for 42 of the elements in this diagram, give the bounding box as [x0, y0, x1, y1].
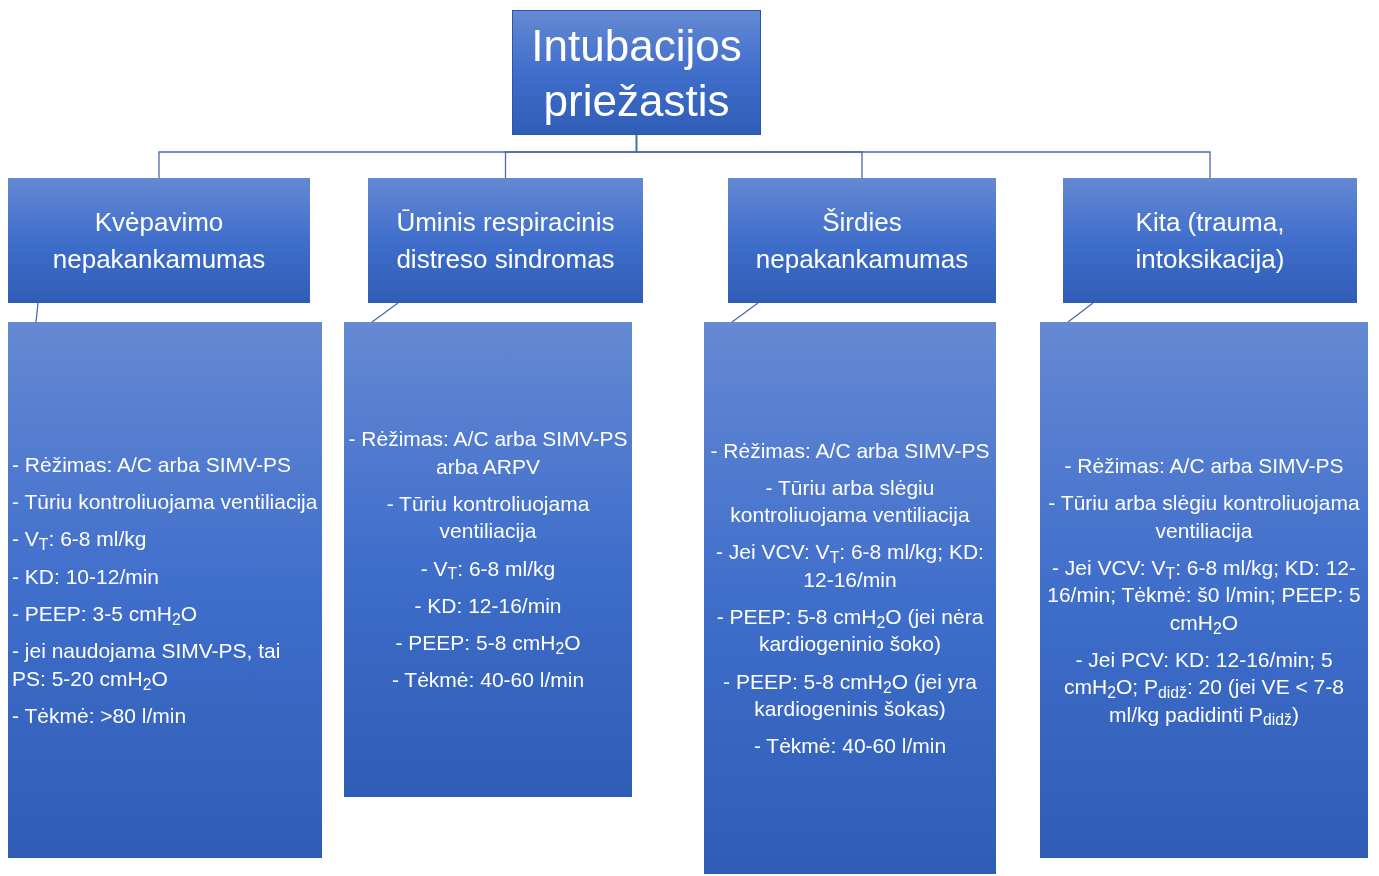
category-box	[1063, 178, 1357, 303]
setting-text: - PEEP: 3-5 cmH$_{2}$O	[12, 601, 197, 628]
setting-text: - Tūriu arba slėgiu kontroliuojama ventiliacija	[729, 474, 971, 529]
setting-text: - jei naudojama SIMV-PS, tai PS: 5-20 cmH$_{2}$O	[12, 638, 282, 692]
setting-text: - Tūriu kontroliuojama ventiliacija	[385, 490, 591, 545]
box-title: Širdies nepakankamumas	[754, 206, 970, 276]
setting-text: - Tūriu arba slėgiu kontroliuojama ventiliacija	[1047, 490, 1361, 544]
setting-text: - Rėžimas: A/C arba SIMV-PS	[1064, 453, 1344, 480]
setting-text: - Tėkmė: >80 l/min	[12, 702, 187, 729]
setting-text: - PEEP: 5-8 cmH$_{2}$O (jei yra kardiogeninis šokas)	[722, 668, 978, 722]
setting-text: - PEEP: 5-8 cmH$_{2}$O (jei nėra kardiogeninio šoko)	[715, 604, 985, 658]
setting-text: - Jei VCV: V$_{T}$: 6-8 ml/kg; KD: 12-16/min	[715, 539, 985, 593]
setting-text: - V$_{T}$: 6-8 ml/kg	[12, 526, 147, 553]
setting-text: - Tūriu kontroliuojama ventiliacija	[12, 489, 318, 516]
setting-text: - V$_{T}$: 6-8 ml/kg	[420, 555, 556, 582]
setting-text: - PEEP: 5-8 cmH$_{2}$O	[395, 630, 581, 657]
settings-box	[1040, 322, 1368, 858]
box-title: Ūminis respiracinis distreso sindromas	[395, 206, 616, 276]
settings-box	[8, 322, 322, 858]
box-title: Kvėpavimo nepakankamumas	[51, 206, 267, 276]
setting-text: - Rėžimas: A/C arba SIMV-PS	[12, 451, 291, 478]
setting-text: - KD: 12-16/min	[414, 592, 562, 619]
setting-text: - Jei VCV: V$_{T}$: 6-8 ml/kg; KD: 12-16/min; Tėkmė: š0 l/min; PEEP: 5 cmH$_{2}$O	[1046, 555, 1362, 636]
connector-line	[1067, 302, 1094, 323]
setting-text: - Tėkmė: 40-60 l/min	[391, 667, 585, 694]
setting-text: - KD: 10-12/min	[12, 563, 160, 590]
category-box	[368, 178, 643, 303]
connector-line	[635, 134, 1211, 179]
settings-box	[344, 322, 632, 797]
setting-text: - Rėžimas: A/C arba SIMV-PS	[710, 437, 990, 464]
setting-text: - Jei PCV: KD: 12-16/min; 5 cmH$_{2}$O; P$_{didž}$: 20 (jei VE < 7-8 ml/kg padidinti P$_{didž}$)	[1063, 646, 1345, 728]
category-box	[728, 178, 996, 303]
connector-line	[35, 302, 39, 323]
category-box	[8, 178, 310, 303]
connector-line	[371, 302, 399, 323]
box-title: Kita (trauma, intoksikacija)	[1134, 206, 1286, 276]
setting-text: - Tėkmė: 40-60 l/min	[753, 733, 947, 760]
setting-text: - Rėžimas: A/C arba SIMV-PS arba ARPV	[348, 426, 628, 480]
settings-box	[704, 322, 996, 874]
root-box	[512, 10, 761, 135]
connector-line	[731, 302, 759, 323]
box-title: Intubacijos priežastis	[530, 19, 743, 127]
